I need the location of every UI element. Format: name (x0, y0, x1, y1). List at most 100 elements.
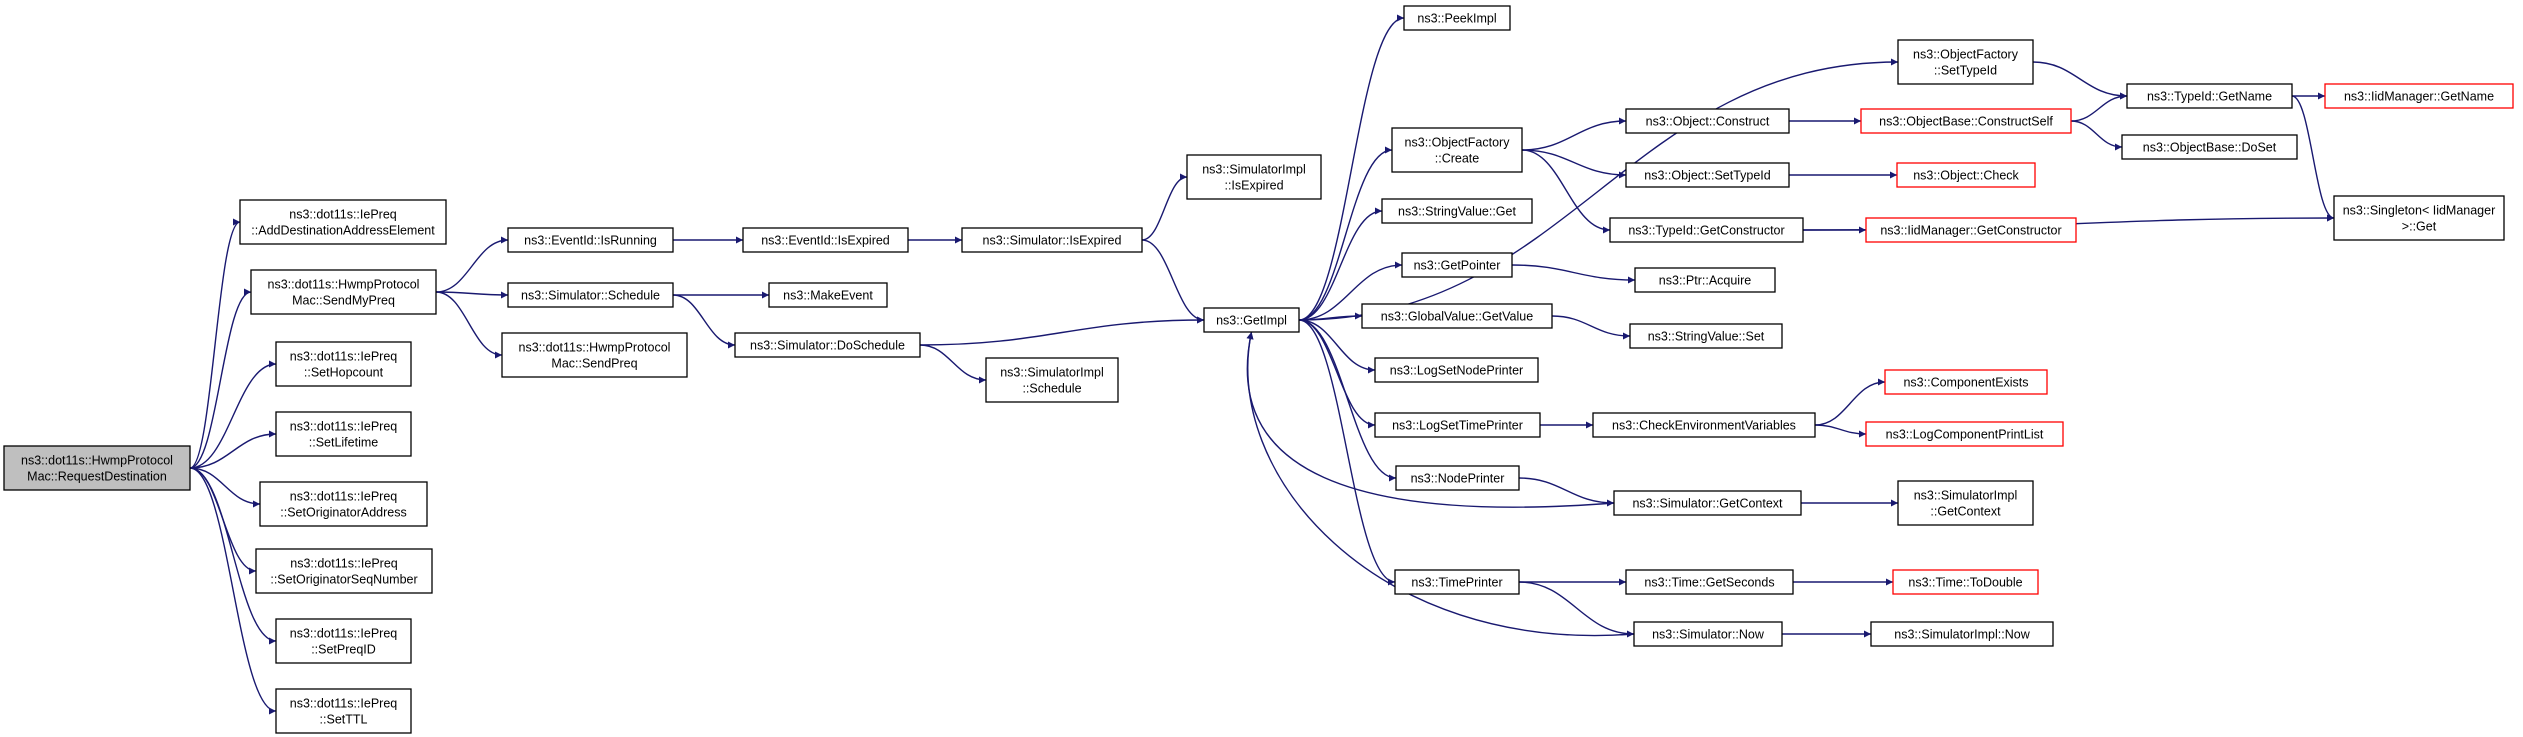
node-set-hopcount[interactable]: ns3::dot11s::IePreq::SetHopcount (275, 341, 412, 387)
node-label: ns3::Object::Check (1913, 169, 2019, 183)
edge-get-impl-to-get-pointer (1298, 261, 1403, 321)
node-label: Mac::SendPreq (551, 357, 637, 371)
edge-get-pointer-to-ptr-acquire (1511, 264, 1636, 284)
node-box (2121, 134, 2298, 160)
node-label: ns3::LogComponentPrintList (1886, 428, 2044, 442)
node-global-get-value[interactable]: ns3::GlobalValue::GetValue (1361, 303, 1553, 329)
node-box (1394, 569, 1520, 595)
node-peek-impl[interactable]: ns3::PeekImpl (1403, 5, 1511, 31)
node-iid-get-name[interactable]: ns3::IidManager::GetName (2324, 83, 2514, 109)
node-label: ns3::EventId::IsRunning (524, 234, 657, 248)
node-root[interactable]: ns3::dot11s::HwmpProtocolMac::RequestDes… (3, 445, 191, 491)
node-box (1186, 154, 1322, 200)
node-obj-construct[interactable]: ns3::Object::Construct (1625, 108, 1790, 134)
node-log-comp-print[interactable]: ns3::LogComponentPrintList (1865, 421, 2064, 447)
node-box (2324, 83, 2514, 109)
node-label: >::Get (2402, 220, 2437, 234)
node-tid-get-ctor[interactable]: ns3::TypeId::GetConstructor (1609, 217, 1804, 243)
node-log-set-time[interactable]: ns3::LogSetTimePrinter (1374, 412, 1541, 438)
node-label: ns3::StringValue::Get (1398, 205, 1516, 219)
node-box (1897, 480, 2034, 526)
node-str-val-get[interactable]: ns3::StringValue::Get (1381, 198, 1533, 224)
node-box (1395, 465, 1520, 491)
node-impl-now[interactable]: ns3::SimulatorImpl::Now (1870, 621, 2054, 647)
node-set-ttl[interactable]: ns3::dot11s::IePreq::SetTTL (275, 688, 412, 734)
node-label: ns3::SimulatorImpl (1914, 489, 2018, 503)
node-set-lifetime[interactable]: ns3::dot11s::IePreq::SetLifetime (275, 411, 412, 457)
node-str-val-set[interactable]: ns3::StringValue::Set (1629, 323, 1783, 349)
node-label: ::SetPreqID (311, 643, 376, 657)
node-of-create[interactable]: ns3::ObjectFactory::Create (1391, 127, 1523, 173)
node-time-printer[interactable]: ns3::TimePrinter (1394, 569, 1520, 595)
node-box (1401, 252, 1513, 278)
node-label: ns3::dot11s::IePreq (290, 490, 398, 504)
node-sim-get-context[interactable]: ns3::Simulator::GetContext (1613, 490, 1802, 516)
node-label: ns3::LogSetTimePrinter (1392, 419, 1523, 433)
node-box (1374, 412, 1541, 438)
edge-get-impl-to-log-set-node (1298, 319, 1376, 374)
node-box (501, 332, 688, 378)
node-sim-now[interactable]: ns3::Simulator::Now (1633, 621, 1783, 647)
node-label: ns3::MakeEvent (783, 289, 873, 303)
node-obj-set-type-id[interactable]: ns3::Object::SetTypeId (1625, 162, 1790, 188)
node-time-get-seconds[interactable]: ns3::Time::GetSeconds (1625, 569, 1794, 595)
node-do-schedule[interactable]: ns3::Simulator::DoSchedule (734, 332, 921, 358)
node-get-impl[interactable]: ns3::GetImpl (1203, 307, 1300, 333)
node-ev-is-running[interactable]: ns3::EventId::IsRunning (507, 227, 674, 253)
node-ev-is-expired[interactable]: ns3::EventId::IsExpired (742, 227, 909, 253)
node-sim-is-expired[interactable]: ns3::Simulator::IsExpired (961, 227, 1143, 253)
node-box (507, 282, 674, 308)
node-label: ns3::Singleton< IidManager (2343, 204, 2496, 218)
edge-get-impl-to-time-printer (1298, 319, 1396, 586)
node-check-env[interactable]: ns3::CheckEnvironmentVariables (1592, 412, 1816, 438)
edge-get-impl-to-node-printer (1298, 319, 1397, 482)
node-impl-get-context[interactable]: ns3::SimulatorImpl::GetContext (1897, 480, 2034, 526)
node-time-to-double[interactable]: ns3::Time::ToDouble (1892, 569, 2039, 595)
node-label: ns3::SimulatorImpl (1202, 163, 1306, 177)
node-node-printer[interactable]: ns3::NodePrinter (1395, 465, 1520, 491)
node-box (1381, 198, 1533, 224)
node-box (1613, 490, 1802, 516)
node-ptr-acquire[interactable]: ns3::Ptr::Acquire (1634, 267, 1776, 293)
node-box (275, 411, 412, 457)
node-label: ns3::Time::ToDouble (1908, 576, 2022, 590)
node-of-set-type-id[interactable]: ns3::ObjectFactory::SetTypeId (1897, 39, 2034, 85)
node-tid-get-name[interactable]: ns3::TypeId::GetName (2126, 83, 2293, 109)
node-obj-base-do-set[interactable]: ns3::ObjectBase::DoSet (2121, 134, 2298, 160)
node-box (742, 227, 909, 253)
node-add-dest[interactable]: ns3::dot11s::IePreq::AddDestinationAddre… (239, 199, 447, 245)
node-set-preq-id[interactable]: ns3::dot11s::IePreq::SetPreqID (275, 618, 412, 664)
node-label: ns3::ComponentExists (1903, 376, 2028, 390)
node-box (1203, 307, 1300, 333)
node-get-pointer[interactable]: ns3::GetPointer (1401, 252, 1513, 278)
node-iid-get-ctor[interactable]: ns3::IidManager::GetConstructor (1865, 217, 2077, 243)
node-set-orig-addr[interactable]: ns3::dot11s::IePreq::SetOriginatorAddres… (259, 481, 428, 527)
node-label: ns3::ObjectFactory (1913, 48, 2019, 62)
node-singleton-get[interactable]: ns3::Singleton< IidManager>::Get (2333, 195, 2505, 241)
edge-get-impl-to-of-set-type-id (1298, 58, 1899, 321)
node-box (1897, 39, 2034, 85)
node-set-orig-seq[interactable]: ns3::dot11s::IePreq::SetOriginatorSeqNum… (255, 548, 433, 594)
edge-sim-is-expired-to-get-impl (1141, 239, 1205, 324)
node-label: Mac::RequestDestination (27, 470, 167, 484)
node-label: ns3::LogSetNodePrinter (1390, 364, 1523, 378)
node-impl-schedule[interactable]: ns3::SimulatorImpl::Schedule (985, 357, 1119, 403)
node-impl-is-expired[interactable]: ns3::SimulatorImpl::IsExpired (1186, 154, 1322, 200)
node-log-set-node[interactable]: ns3::LogSetNodePrinter (1374, 357, 1539, 383)
node-label: ns3::TypeId::GetName (2147, 90, 2272, 104)
node-obj-base-construct-self[interactable]: ns3::ObjectBase::ConstructSelf (1860, 108, 2072, 134)
node-comp-exists[interactable]: ns3::ComponentExists (1884, 369, 2048, 395)
node-label: ::Schedule (1022, 382, 1081, 396)
edge-root-to-set-lifetime (189, 430, 277, 469)
node-label: ns3::Ptr::Acquire (1659, 274, 1751, 288)
node-obj-check[interactable]: ns3::Object::Check (1896, 162, 2036, 188)
node-make-event[interactable]: ns3::MakeEvent (768, 282, 888, 308)
node-label: ns3::dot11s::IePreq (289, 208, 397, 222)
edge-of-create-to-tid-get-ctor (1521, 149, 1611, 234)
node-box (1625, 162, 1790, 188)
node-label: ns3::ObjectBase::DoSet (2143, 141, 2277, 155)
edge-of-set-type-id-to-tid-get-name (2032, 61, 2128, 100)
node-sim-schedule[interactable]: ns3::Simulator::Schedule (507, 282, 674, 308)
